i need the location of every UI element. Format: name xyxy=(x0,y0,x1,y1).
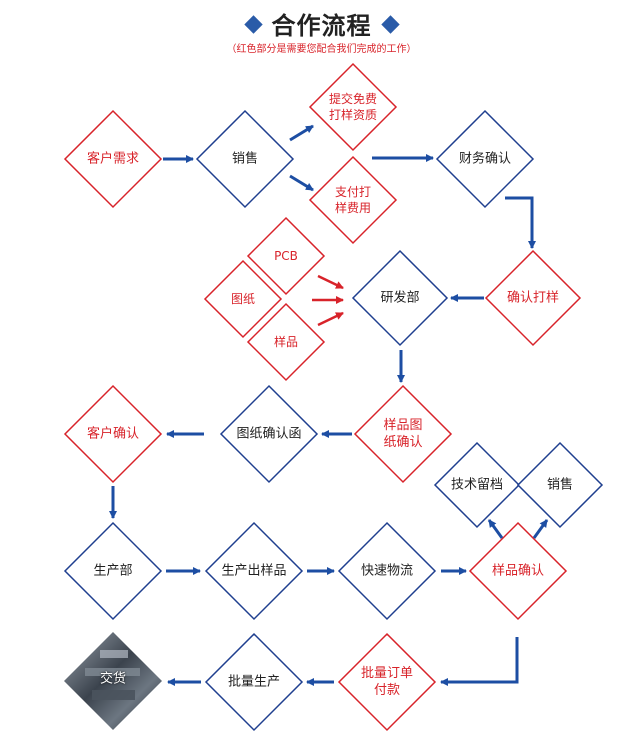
label-delivery: 交货 xyxy=(99,671,127,687)
label-pay-sample-fee: 支付打 样费用 xyxy=(334,185,372,215)
node-tech-archive xyxy=(433,441,521,529)
arrow xyxy=(317,274,344,290)
label-sales-2: 销售 xyxy=(546,477,574,493)
node-sales-1 xyxy=(195,109,295,209)
node-drawing xyxy=(203,259,283,339)
node-sample xyxy=(246,302,326,382)
arrow xyxy=(532,519,549,539)
node-mass-order-payment xyxy=(337,632,437,732)
delivery-image xyxy=(64,632,162,730)
page-title: 合作流程 xyxy=(0,6,643,41)
node-express xyxy=(337,521,437,621)
arrow xyxy=(289,174,314,192)
label-customer-confirm: 客户确认 xyxy=(86,426,140,442)
node-free-sample-info xyxy=(308,62,398,152)
node-drawing-confirm-letter xyxy=(219,384,319,484)
node-production-dept xyxy=(63,521,163,621)
node-rd-dept xyxy=(351,249,449,347)
node-finance-confirm xyxy=(435,109,535,209)
node-produce-samples xyxy=(204,521,304,621)
label-sample-drawing-confirm: 样品图 纸确认 xyxy=(383,418,423,450)
label-confirm-proof: 确认打样 xyxy=(506,290,560,306)
arrow xyxy=(440,637,519,686)
label-sample: 样品 xyxy=(273,335,299,349)
arrow xyxy=(289,124,314,142)
label-mass-order-payment: 批量订单 付款 xyxy=(360,666,414,698)
node-mass-production xyxy=(204,632,304,732)
label-sales-1: 销售 xyxy=(231,151,259,167)
label-free-sample-info: 提交免费 打样资质 xyxy=(328,92,378,122)
label-sample-confirm: 样品确认 xyxy=(491,563,545,579)
label-express: 快速物流 xyxy=(360,563,414,579)
label-tech-archive: 技术留档 xyxy=(450,477,504,493)
node-pcb xyxy=(246,216,326,296)
node-customer-request xyxy=(63,109,163,209)
label-mass-production: 批量生产 xyxy=(227,674,281,690)
page-subtitle: （红色部分是需要您配合我们完成的工作） xyxy=(226,44,417,55)
label-finance-confirm: 财务确认 xyxy=(458,151,512,167)
label-drawing-confirm-letter: 图纸确认函 xyxy=(236,426,302,442)
node-pay-sample-fee xyxy=(308,155,398,245)
label-produce-samples: 生产出样品 xyxy=(221,563,287,579)
arrow xyxy=(487,519,504,539)
label-rd-dept: 研发部 xyxy=(380,290,420,306)
label-drawing: 图纸 xyxy=(230,292,256,306)
arrow xyxy=(317,311,344,327)
label-production-dept: 生产部 xyxy=(93,563,133,579)
node-confirm-proof xyxy=(484,249,582,347)
node-sales-2 xyxy=(516,441,604,529)
node-sample-confirm xyxy=(468,521,568,621)
label-customer-request: 客户需求 xyxy=(86,151,140,167)
node-customer-confirm xyxy=(63,384,163,484)
node-sample-drawing-confirm xyxy=(353,384,453,484)
title-text: 合作流程 xyxy=(271,12,372,40)
arrow xyxy=(505,196,536,249)
label-pcb: PCB xyxy=(274,249,298,263)
